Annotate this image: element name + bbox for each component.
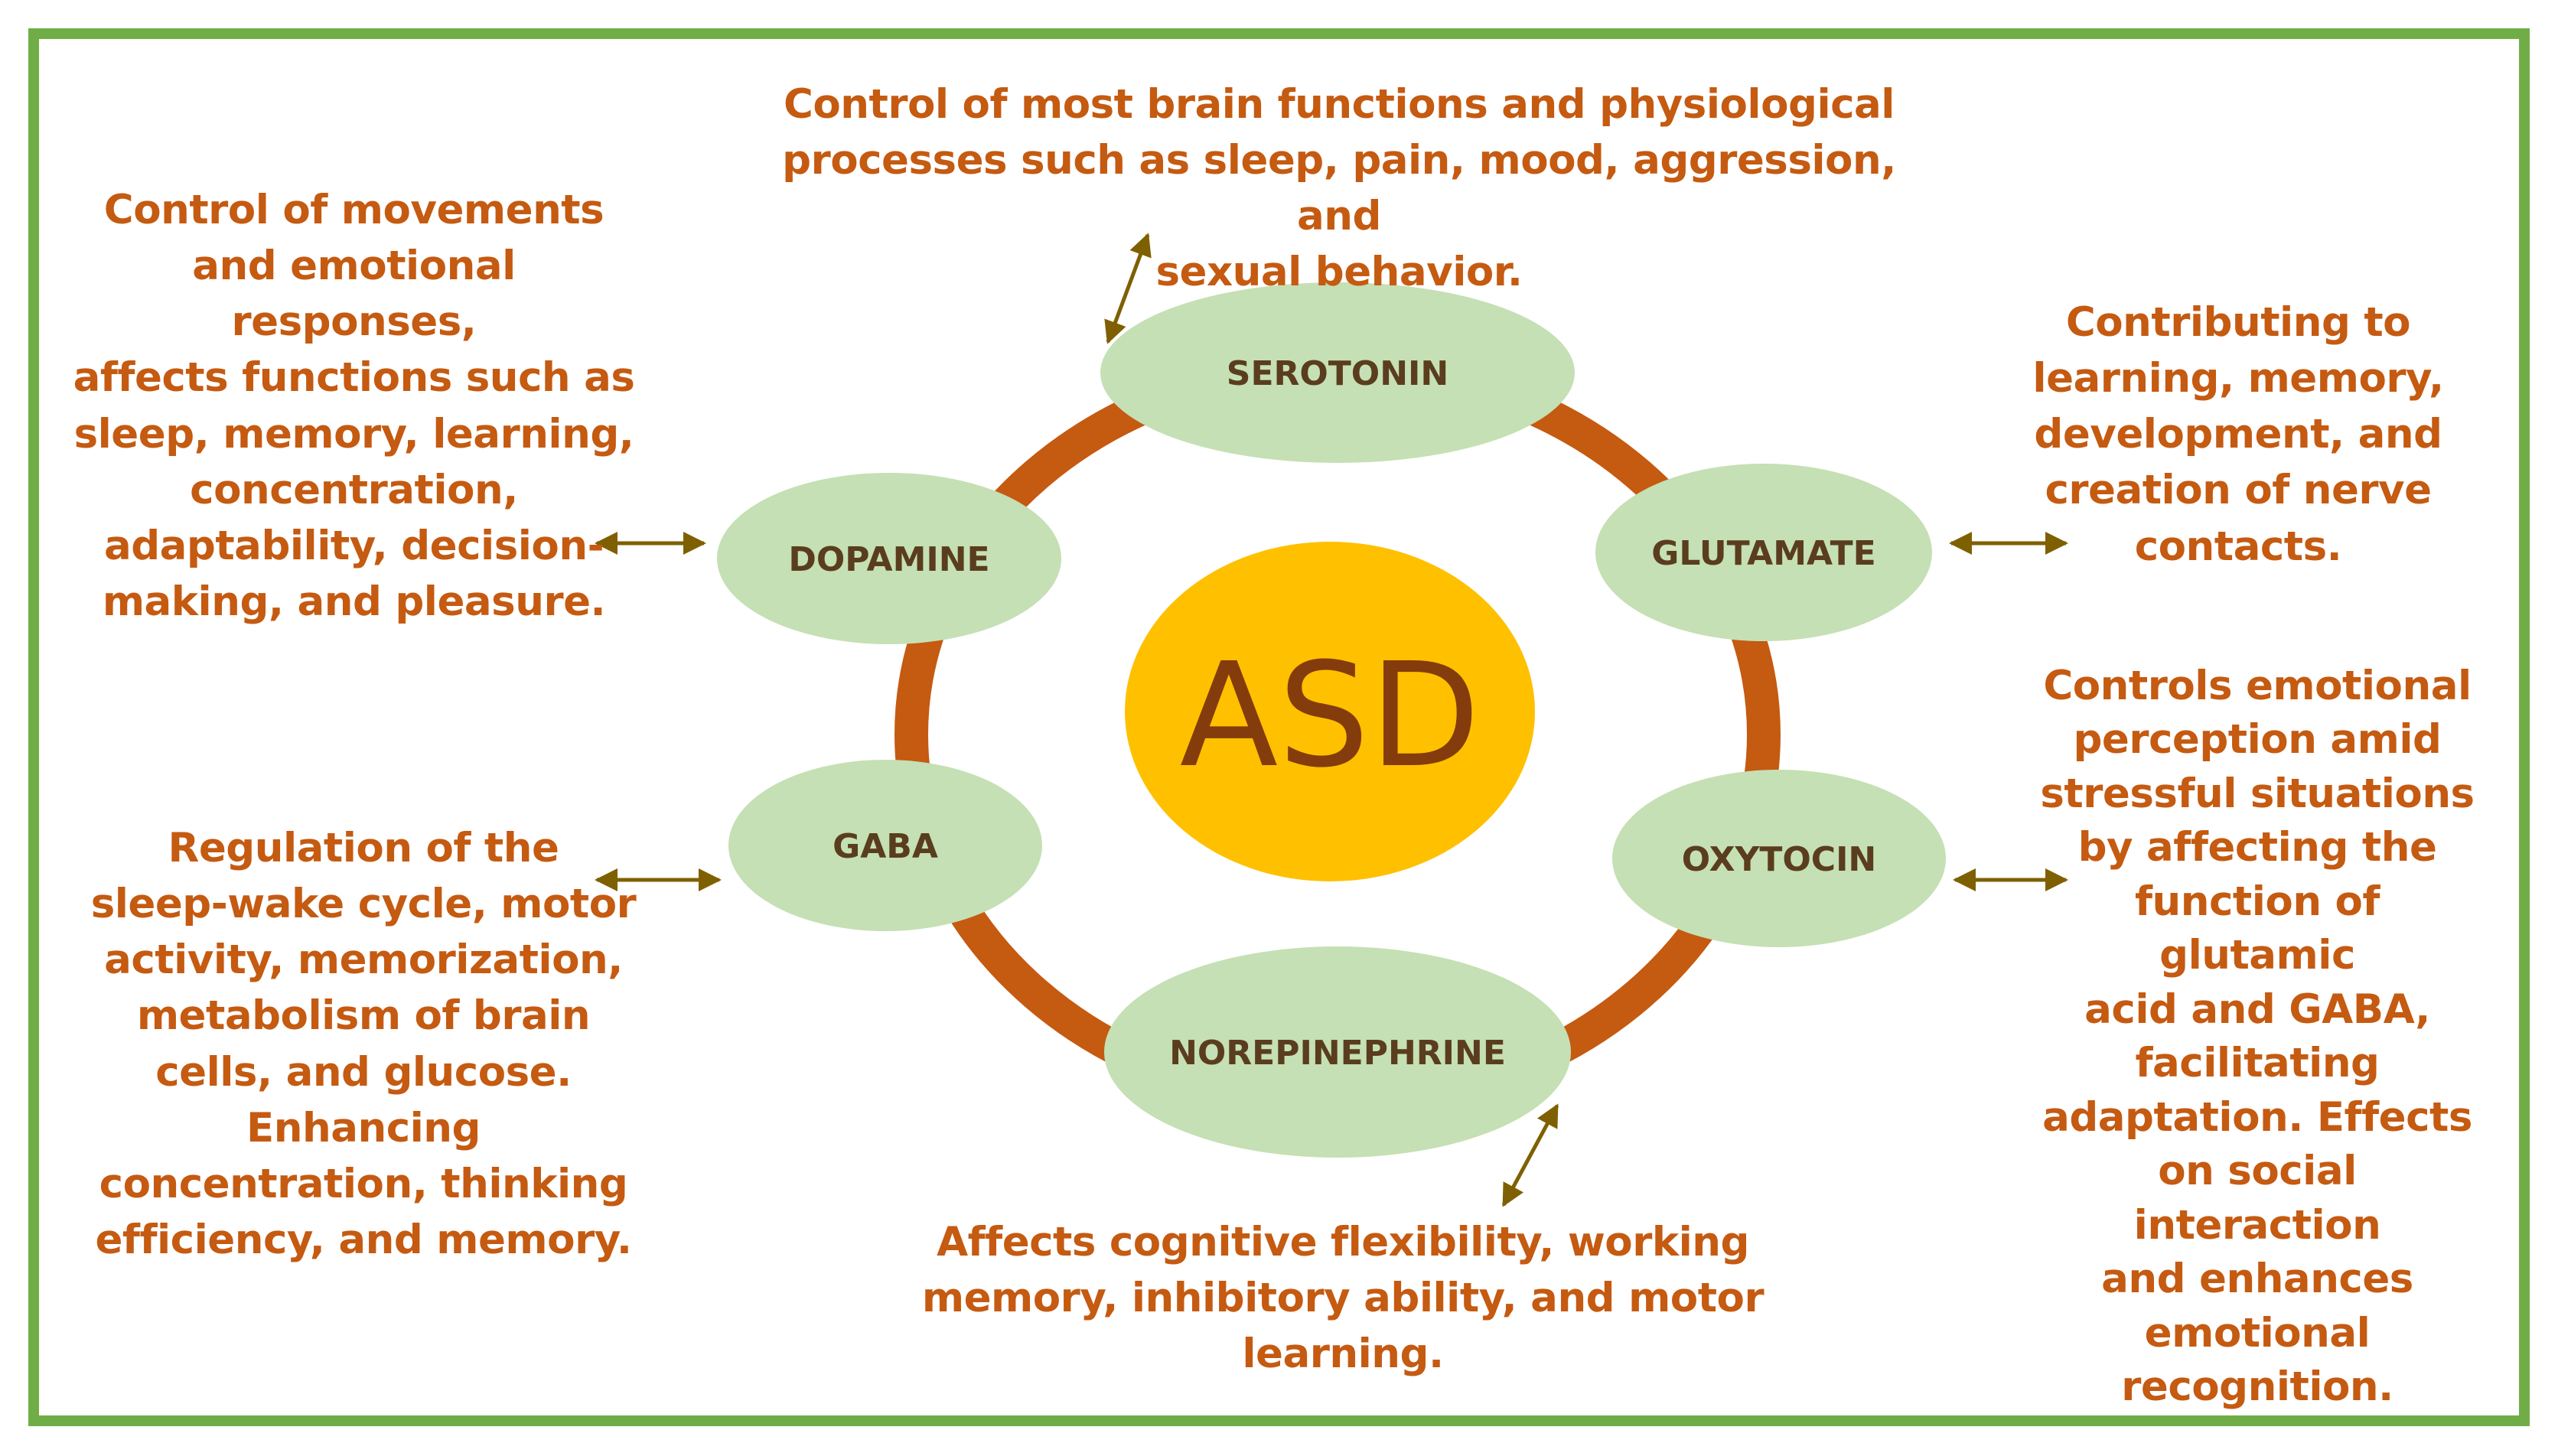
description-serotonin: Control of most brain functions and phys… bbox=[782, 81, 1896, 296]
label-norepinephrine: NOREPINEPHRINE bbox=[1169, 1034, 1506, 1073]
description-oxytocin: Controls emotional perception amid stres… bbox=[2040, 663, 2475, 1411]
node-serotonin bbox=[1100, 282, 1575, 463]
node-oxytocin bbox=[1612, 770, 1946, 947]
description-gaba: Regulation of the sleep-wake cycle, moto… bbox=[90, 825, 637, 1263]
node-dopamine bbox=[717, 473, 1061, 644]
center-label: ASD bbox=[1180, 632, 1481, 800]
description-dopamine: Control of movements and emotional respo… bbox=[73, 187, 635, 625]
node-gaba bbox=[728, 760, 1042, 931]
description-glutamate: Contributing to learning, memory, develo… bbox=[2032, 299, 2444, 570]
label-oxytocin: OXYTOCIN bbox=[1682, 840, 1877, 879]
center-node bbox=[1125, 542, 1535, 881]
description-norepinephrine: Affects cognitive flexibility, working m… bbox=[921, 1219, 1765, 1378]
label-serotonin: SEROTONIN bbox=[1227, 354, 1448, 393]
node-glutamate bbox=[1595, 464, 1932, 641]
node-norepinephrine bbox=[1104, 946, 1571, 1158]
label-dopamine: DOPAMINE bbox=[788, 540, 989, 579]
label-glutamate: GLUTAMATE bbox=[1651, 534, 1875, 573]
double-headed-arrow-icon bbox=[1104, 233, 1152, 344]
label-gaba: GABA bbox=[833, 827, 938, 866]
double-headed-arrow-icon bbox=[1501, 1103, 1559, 1207]
